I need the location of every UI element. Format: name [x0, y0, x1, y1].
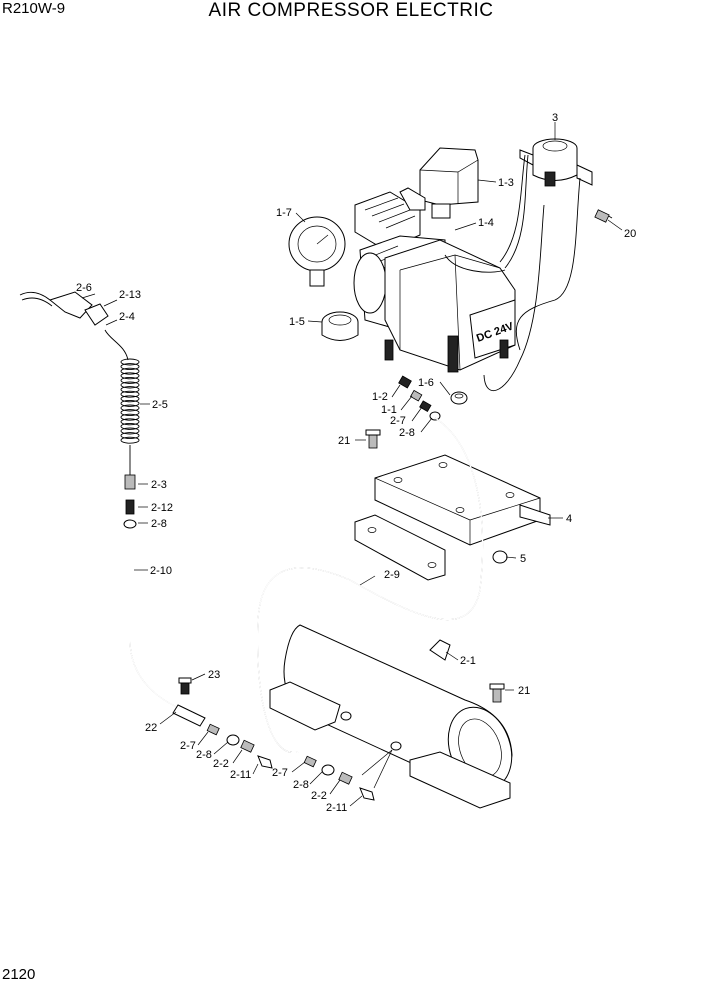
compressor-assembly: DC 24V	[288, 147, 516, 421]
pressure-gauge	[288, 216, 346, 287]
callout-2-6: 2-6	[76, 282, 92, 294]
callout-21-lower: 21	[518, 685, 530, 697]
coil-hose	[104, 329, 140, 529]
coil-loop	[120, 386, 140, 394]
callout-1-5: 1-5	[289, 316, 305, 328]
cylinder-head	[354, 187, 426, 251]
callout-4: 4	[566, 513, 572, 525]
callout-5: 5	[520, 553, 526, 565]
callout-2-11-left: 2-11	[230, 769, 251, 781]
mounting-bolt-lower	[489, 683, 505, 703]
callout-2-9: 2-9	[384, 569, 400, 581]
callout-2-7-right: 2-7	[272, 767, 288, 779]
callout-1-7: 1-7	[276, 207, 292, 219]
callout-labels: 3 1-3 1-7 1-4 20 1-5 1-6 1-2 1-1 2-7 2-8…	[76, 112, 636, 814]
callout-2-7-left: 2-7	[180, 740, 196, 752]
straight-tube	[129, 540, 184, 711]
coil-loop	[120, 409, 140, 417]
mounting-bolt-upper	[365, 429, 381, 449]
callout-1-2: 1-2	[372, 391, 388, 403]
coil-loop	[120, 399, 140, 407]
coil-loop	[120, 390, 140, 398]
callout-2-8-lower-left: 2-8	[196, 749, 212, 761]
callout-2-1: 2-1	[460, 655, 476, 667]
page-title: AIR COMPRESSOR ELECTRIC	[208, 0, 494, 21]
callout-3: 3	[552, 112, 558, 124]
coil-loop	[120, 367, 140, 375]
coil-loop	[120, 427, 140, 435]
model-code: R210W-9	[2, 0, 66, 17]
coil-loop	[120, 363, 140, 371]
callout-2-11-right: 2-11	[326, 802, 347, 814]
callout-20: 20	[624, 228, 636, 240]
callout-22: 22	[145, 722, 157, 734]
callout-2-12: 2-12	[151, 502, 173, 514]
air-gun	[19, 291, 109, 326]
callout-1-3: 1-3	[498, 177, 514, 189]
air-filter-cap	[321, 311, 359, 341]
fittings-row-right	[303, 755, 375, 801]
mounting-bracket	[354, 454, 551, 581]
air-hose	[256, 417, 484, 754]
callout-2-10: 2-10	[150, 565, 172, 577]
electric-motor: DC 24V	[384, 239, 516, 373]
page-number: 2120	[2, 966, 36, 983]
pressure-switch	[419, 147, 479, 219]
coil-loop	[120, 395, 140, 403]
callout-2-8-left: 2-8	[151, 518, 167, 530]
callout-21-upper: 21	[338, 435, 350, 447]
callout-2-13: 2-13	[119, 289, 141, 301]
callout-2-2-right: 2-2	[311, 790, 327, 802]
outlet-fittings	[398, 375, 441, 421]
callout-2-4: 2-4	[119, 311, 135, 323]
coil-loop	[120, 436, 140, 444]
coil-loop	[120, 418, 140, 426]
coil-loop	[120, 413, 140, 421]
coil-loop	[120, 432, 140, 440]
air-tank	[269, 624, 513, 809]
coil-loop	[120, 381, 140, 389]
callout-2-7-upper: 2-7	[390, 415, 406, 427]
mounting-foot	[450, 391, 468, 405]
coil-loop	[120, 358, 140, 366]
coil-loop	[120, 372, 140, 380]
callout-23: 23	[208, 669, 220, 681]
wiring-harness	[444, 154, 581, 392]
relay-solenoid	[519, 138, 613, 223]
tube-fitting-22	[172, 677, 206, 727]
callout-1-1: 1-1	[381, 404, 397, 416]
callout-2-8-upper: 2-8	[399, 427, 415, 439]
callout-2-8-lower-right: 2-8	[293, 779, 309, 791]
fittings-row-left	[206, 723, 273, 769]
callout-2-5: 2-5	[152, 399, 168, 411]
callout-2-3: 2-3	[151, 479, 167, 491]
callout-1-4: 1-4	[478, 217, 494, 229]
leader-lines	[81, 122, 623, 807]
callout-2-2-left: 2-2	[213, 758, 229, 770]
coil-loop	[120, 422, 140, 430]
callout-1-6: 1-6	[418, 377, 434, 389]
coil-loop	[120, 404, 140, 412]
coil-loop	[120, 376, 140, 384]
